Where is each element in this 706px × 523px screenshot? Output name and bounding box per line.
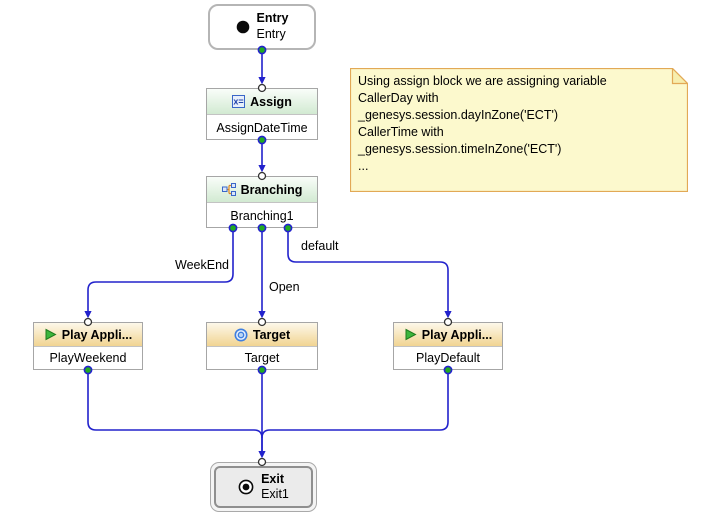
node-branching[interactable]: Branching Branching1 [206,176,318,228]
svg-text:x=: x= [234,97,244,107]
node-entry-title: Entry [256,11,289,26]
node-play-weekend-name: PlayWeekend [49,351,127,365]
edge-label-weekend[interactable]: WeekEnd [166,258,230,272]
node-target-title: Target [252,327,291,342]
target-icon [234,328,248,342]
node-target[interactable]: Target Target [206,322,318,370]
node-exit-name: Exit1 [261,487,289,501]
node-play-weekend-title: Play Appli... [61,327,133,342]
node-play-default[interactable]: Play Appli... PlayDefault [393,322,503,370]
sticky-note[interactable]: Using assign block we are assigning vari… [350,68,688,192]
edge-label-open[interactable]: Open [268,280,301,294]
exit-icon [238,479,254,495]
node-assign-name: AssignDateTime [216,120,308,135]
entry-icon [236,20,250,34]
node-branching-name: Branching1 [230,208,294,223]
node-entry-name: Entry [256,27,286,41]
assign-icon: x= [232,95,246,108]
branching-icon [221,183,236,196]
node-play-default-name: PlayDefault [416,351,480,365]
node-branching-title: Branching [240,182,303,197]
connector-playweekend-exit[interactable] [87,370,263,452]
sticky-note-shape [350,68,688,192]
sticky-note-text: Using assign block we are assigning vari… [358,74,607,173]
node-entry[interactable]: Entry Entry [208,4,316,50]
node-play-default-title: Play Appli... [421,327,493,342]
node-target-name: Target [244,351,280,365]
connector-playdefault-exit[interactable] [261,370,449,439]
node-exit[interactable]: Exit Exit1 [210,462,317,512]
node-exit-title: Exit [261,472,285,486]
node-assign[interactable]: x= Assign AssignDateTime [206,88,318,140]
node-play-weekend[interactable]: Play Appli... PlayWeekend [33,322,143,370]
play-icon [44,328,57,341]
node-assign-title: Assign [250,94,292,109]
edge-label-default[interactable]: default [300,239,340,253]
play-icon [404,328,417,341]
